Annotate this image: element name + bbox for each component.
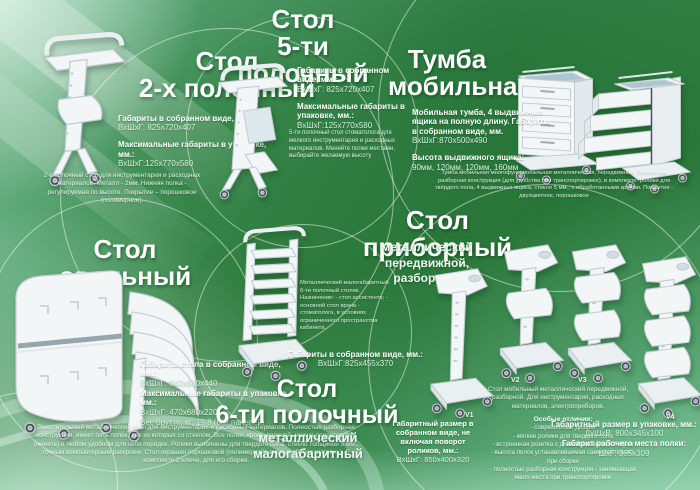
pribor-assembled-spec: Габаритный размер в собранном виде, не в… xyxy=(383,419,483,465)
pribor-v2-label: V2 xyxy=(511,377,520,384)
table5-product-image xyxy=(203,54,298,206)
table5-package-value: ВхШхГ:125х770х580 xyxy=(297,120,373,130)
table2-title: Стол 2-х полочный xyxy=(132,47,322,102)
tumba-drawer-value: 90мм, 120мм, 120мм, 160мм xyxy=(412,162,519,172)
tumba-specs: Мобильная тумба, 4 выдвижных ящика на по… xyxy=(412,108,554,173)
table2-assembled-label: Габариты в собранном виде, мм.: xyxy=(118,114,253,123)
table2-specs: Габариты в собранном виде, мм.: ВхШхГ: 8… xyxy=(118,114,270,169)
pribor-v3-product-image xyxy=(562,236,640,386)
tumba-title-line2: мобильная xyxy=(388,71,533,102)
pribor-v1-label: V1 xyxy=(465,412,474,419)
table6-subtitle: металлический малогабаритный xyxy=(253,430,363,462)
pribor-feature-item: - современный дизайн xyxy=(530,424,596,432)
pribor-v4-label: V4 xyxy=(666,414,675,421)
pribor-description: Стол мобильный металлический передвижной… xyxy=(487,386,629,410)
pribor-title: Стол приборный xyxy=(362,205,513,263)
tumba-main-value: ВхШхГ:870х500х490 xyxy=(412,136,488,146)
pribor-v4-product-image xyxy=(632,248,700,420)
table2-product-image xyxy=(25,20,140,198)
oval-assembled-value: ВхШхГ: 840х860х440 xyxy=(140,378,218,388)
pribor-feature-item: - мягкие ролики для твердого пола xyxy=(513,432,613,440)
tumba-drawer-label: Высота выдвижного ящика: xyxy=(412,153,525,163)
oval-package-label: Максимальные габариты в упаковке, мм.: xyxy=(140,388,289,408)
table6-assembled-label: Габариты в собранном виде, мм.: xyxy=(288,350,423,359)
table5-description: 5-ти полочный стол стоматолога для мелко… xyxy=(289,130,396,160)
table6-specs: Габариты в собранном виде, мм.: ВхШхГ:82… xyxy=(288,350,423,369)
table2-package-value: ВхШхГ:125х770х580 xyxy=(118,159,194,169)
pribor-package-spec: Габаритный размер в упаковке, мм.: ДхШхВ… xyxy=(548,420,700,459)
pribor-package-label: Габаритный размер в упаковке, мм.: xyxy=(551,420,697,429)
table5-assembled-label: Габариты в собранном виде, мм.: xyxy=(297,66,390,85)
table5-title-line2: 5-ти полочный xyxy=(237,31,369,89)
pribor-assembled-label: Габаритный размер в собранном виде, не в… xyxy=(392,419,474,455)
oval-assembled-label: Габариты стола в собранном виде, мм.: xyxy=(140,360,281,379)
pribor-v3-label: V3 xyxy=(578,377,587,384)
table5-assembled-value: ВхШхГ: 825х720х407 xyxy=(297,84,375,94)
pribor-package-value: ДхШхВ: 800х345х100 xyxy=(584,429,664,439)
table2-package-label: Максимальные габариты в упаковке, мм.: xyxy=(118,140,267,159)
table2-assembled-value: ВхШхГ: 825х720х407 xyxy=(118,123,196,133)
table2-description: 2-х полочный стол для инструментария и р… xyxy=(43,172,201,204)
pribor-workspace-label: Габарит рабочего места полки: xyxy=(561,439,687,449)
pribor-features: Особые отличия: - современный дизайн - м… xyxy=(488,415,638,483)
oval-product-image xyxy=(6,260,211,445)
tumba-product-image xyxy=(502,46,698,196)
pribor-features-title: Особые отличия: xyxy=(533,416,593,423)
table6-title: Стол 6-ти полочный xyxy=(213,376,401,428)
pribor-feature-item: - полностью разборная конструкция - зани… xyxy=(489,465,637,482)
tumba-main-label: Мобильная тумба, 4 выдвижных ящика на по… xyxy=(412,108,551,136)
table5-package-label: Максимальные габариты в упаковке, мм.: xyxy=(297,101,405,121)
tumba-title: Тумба мобильная xyxy=(388,44,533,102)
table6-note: Металлический малогабаритный 6-ти полочн… xyxy=(300,280,389,332)
oval-description: Вместительный металлический стол для инс… xyxy=(33,424,359,465)
oval-specs: Габариты стола в собранном виде, мм.: Вх… xyxy=(140,360,295,428)
table6-title-line2: 6-ти полочный xyxy=(215,401,399,429)
oval-package-value: ВхШхГ: 470х680х220 xyxy=(140,407,218,417)
table5-specs: Габариты в собранном виде, мм.: ВхШхГ: 8… xyxy=(297,66,405,131)
table6-title-line1: Стол xyxy=(276,375,338,403)
oval-weight-value: Вес брутто, кг: 19.8 (без панелей) xyxy=(140,417,265,427)
table6-product-image xyxy=(228,220,316,382)
table5-title: Стол 5-ти полочный xyxy=(208,4,398,89)
pribor-v1-product-image xyxy=(424,260,502,420)
table6-assembled-value: ВхШхГ:825х455х370 xyxy=(317,359,394,369)
tumba-title-line1: Тумба xyxy=(407,44,487,74)
table5-title-line1: Стол xyxy=(271,4,335,34)
pribor-feature-item: - встроенная розетка с длиной провода 5 … xyxy=(492,440,634,448)
pribor-workspace-value: ШхГ: 365х309 xyxy=(598,448,650,458)
pribor-assembled-value: ВхШхГ: 850х400х320 xyxy=(396,455,470,465)
pribor-feature-item: - высота полок устанавливаемая самостоят… xyxy=(490,449,636,465)
tumba-description: Тумба мобильная многофункциональная мета… xyxy=(434,170,674,199)
pribor-v2-product-image xyxy=(494,236,572,386)
